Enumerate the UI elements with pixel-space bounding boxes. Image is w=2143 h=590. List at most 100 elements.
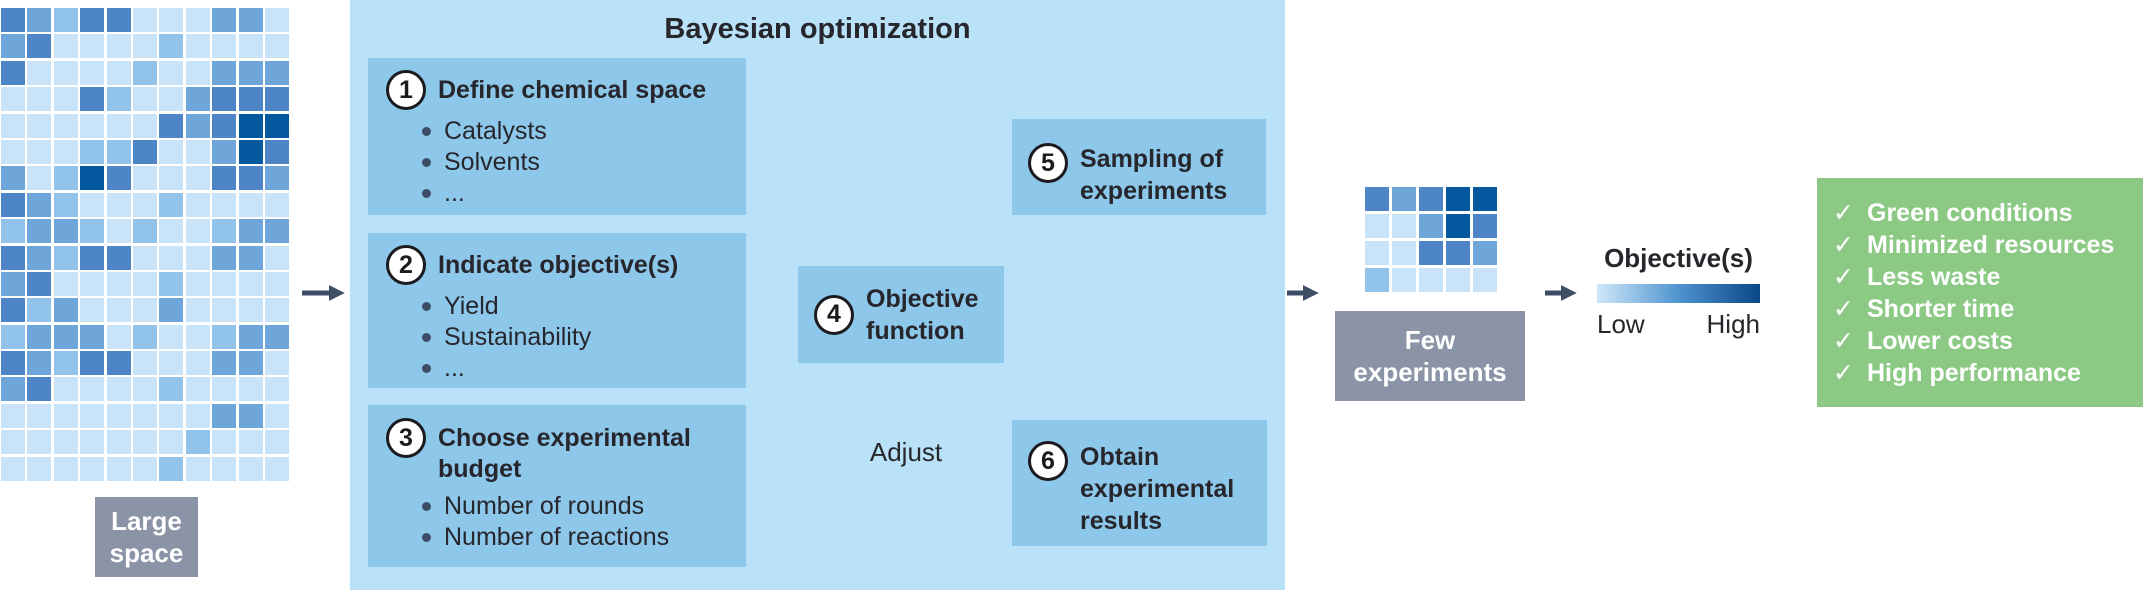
outcome-item: ✓High performance <box>1829 357 2143 389</box>
heatmap-cell <box>106 113 131 138</box>
heatmap-cell <box>1 403 25 428</box>
heatmap-cell <box>106 166 131 191</box>
heatmap-cell <box>132 377 157 402</box>
step-head: 2 Indicate objective(s) <box>386 245 732 285</box>
heatmap-cell <box>27 377 52 402</box>
heatmap-cell <box>132 60 157 85</box>
step-2-number-circle: 2 <box>386 245 426 285</box>
heatmap-cell <box>185 166 210 191</box>
heatmap-cell <box>212 271 237 296</box>
step-choose-experimental-budget: 3 Choose experimental budget Number of r… <box>368 405 746 567</box>
heatmap-cell <box>212 403 237 428</box>
heatmap-cell <box>264 351 289 376</box>
heatmap-cell <box>159 324 184 349</box>
heatmap-cell <box>80 351 105 376</box>
heatmap-cell <box>132 219 157 244</box>
heatmap-cell <box>1 430 25 455</box>
heatmap-cell <box>53 403 78 428</box>
heatmap-cell <box>1473 214 1497 238</box>
heatmap-cell <box>132 192 157 217</box>
heatmap-cell <box>185 245 210 270</box>
heatmap-cell <box>27 60 52 85</box>
heatmap-cell <box>185 192 210 217</box>
heatmap-cell <box>238 271 263 296</box>
heatmap-cell <box>80 456 105 481</box>
heatmap-cell <box>106 219 131 244</box>
heatmap-cell <box>238 377 263 402</box>
outcome-text: Less waste <box>1867 262 2001 291</box>
heatmap-cell <box>264 245 289 270</box>
heatmap-cell <box>212 192 237 217</box>
heatmap-cell <box>238 298 263 323</box>
heatmap-cell <box>212 166 237 191</box>
outcome-text: Minimized resources <box>1867 230 2115 259</box>
step-1-title: Define chemical space <box>438 76 707 104</box>
heatmap-cell <box>53 192 78 217</box>
bullet-item: Sustainability <box>422 322 732 353</box>
heatmap-cell <box>212 324 237 349</box>
heatmap-cell <box>185 377 210 402</box>
bullet-text: ... <box>444 179 465 207</box>
bullet-dot <box>422 302 431 311</box>
step-obtain-experimental-results: 6 Obtain experimental results <box>1012 420 1267 546</box>
heatmap-cell <box>1 456 25 481</box>
heatmap-cell <box>132 271 157 296</box>
bullet-item: Number of rounds <box>422 491 732 522</box>
heatmap-cell <box>1446 214 1470 238</box>
heatmap-cell <box>27 219 52 244</box>
heatmap-cell <box>1473 268 1497 292</box>
objective-low-label: Low <box>1597 309 1645 339</box>
heatmap-cell <box>1 192 25 217</box>
heatmap-cell <box>106 192 131 217</box>
heatmap-cell <box>27 139 52 164</box>
heatmap-cell <box>53 430 78 455</box>
heatmap-cell <box>53 351 78 376</box>
large-space-label: Large space <box>95 497 198 577</box>
heatmap-cell <box>106 351 131 376</box>
heatmap-cell <box>1365 241 1389 265</box>
heatmap-cell <box>132 245 157 270</box>
heatmap-cell <box>212 8 237 32</box>
heatmap-cell <box>132 113 157 138</box>
heatmap-cell <box>159 139 184 164</box>
heatmap-cell <box>159 245 184 270</box>
heatmap-cell <box>106 298 131 323</box>
step-6-title: Obtain experimental results <box>1080 443 1235 535</box>
heatmap-cell <box>238 60 263 85</box>
heatmap-cell <box>106 456 131 481</box>
bullet-text: Sustainability <box>444 323 592 351</box>
bullet-item: Number of reactions <box>422 522 732 553</box>
heatmap-cell <box>1392 268 1416 292</box>
heatmap-cell <box>53 139 78 164</box>
heatmap-cell <box>238 351 263 376</box>
heatmap-cell <box>27 166 52 191</box>
heatmap-cell <box>159 430 184 455</box>
heatmap-cell <box>106 377 131 402</box>
heatmap-cell <box>27 403 52 428</box>
outcome-item: ✓Shorter time <box>1829 293 2143 325</box>
heatmap-cell <box>53 298 78 323</box>
heatmap-cell <box>238 456 263 481</box>
step-objective-function: 4 Objective function <box>798 266 1004 363</box>
objective-scale-title: Objective(s) <box>1604 243 1753 273</box>
heatmap-cell <box>238 324 263 349</box>
heatmap-cell <box>1446 268 1470 292</box>
heatmap-cell <box>53 271 78 296</box>
heatmap-cell <box>27 298 52 323</box>
heatmap-cell <box>106 60 131 85</box>
heatmap-cell <box>185 60 210 85</box>
heatmap-cell <box>238 219 263 244</box>
step-define-chemical-space: 1 Define chemical space Catalysts Solven… <box>368 58 746 215</box>
heatmap-cell <box>53 87 78 112</box>
heatmap-cell <box>106 8 131 32</box>
heatmap-cell <box>106 87 131 112</box>
bullet-dot <box>422 158 431 167</box>
heatmap-cell <box>80 377 105 402</box>
bullet-text: Solvents <box>444 148 540 176</box>
heatmap-cell <box>106 139 131 164</box>
heatmap-cell <box>212 298 237 323</box>
bayesian-title: Bayesian optimization <box>664 13 971 45</box>
heatmap-cell <box>1446 187 1470 211</box>
heatmap-cell <box>159 351 184 376</box>
heatmap-cell <box>132 34 157 59</box>
